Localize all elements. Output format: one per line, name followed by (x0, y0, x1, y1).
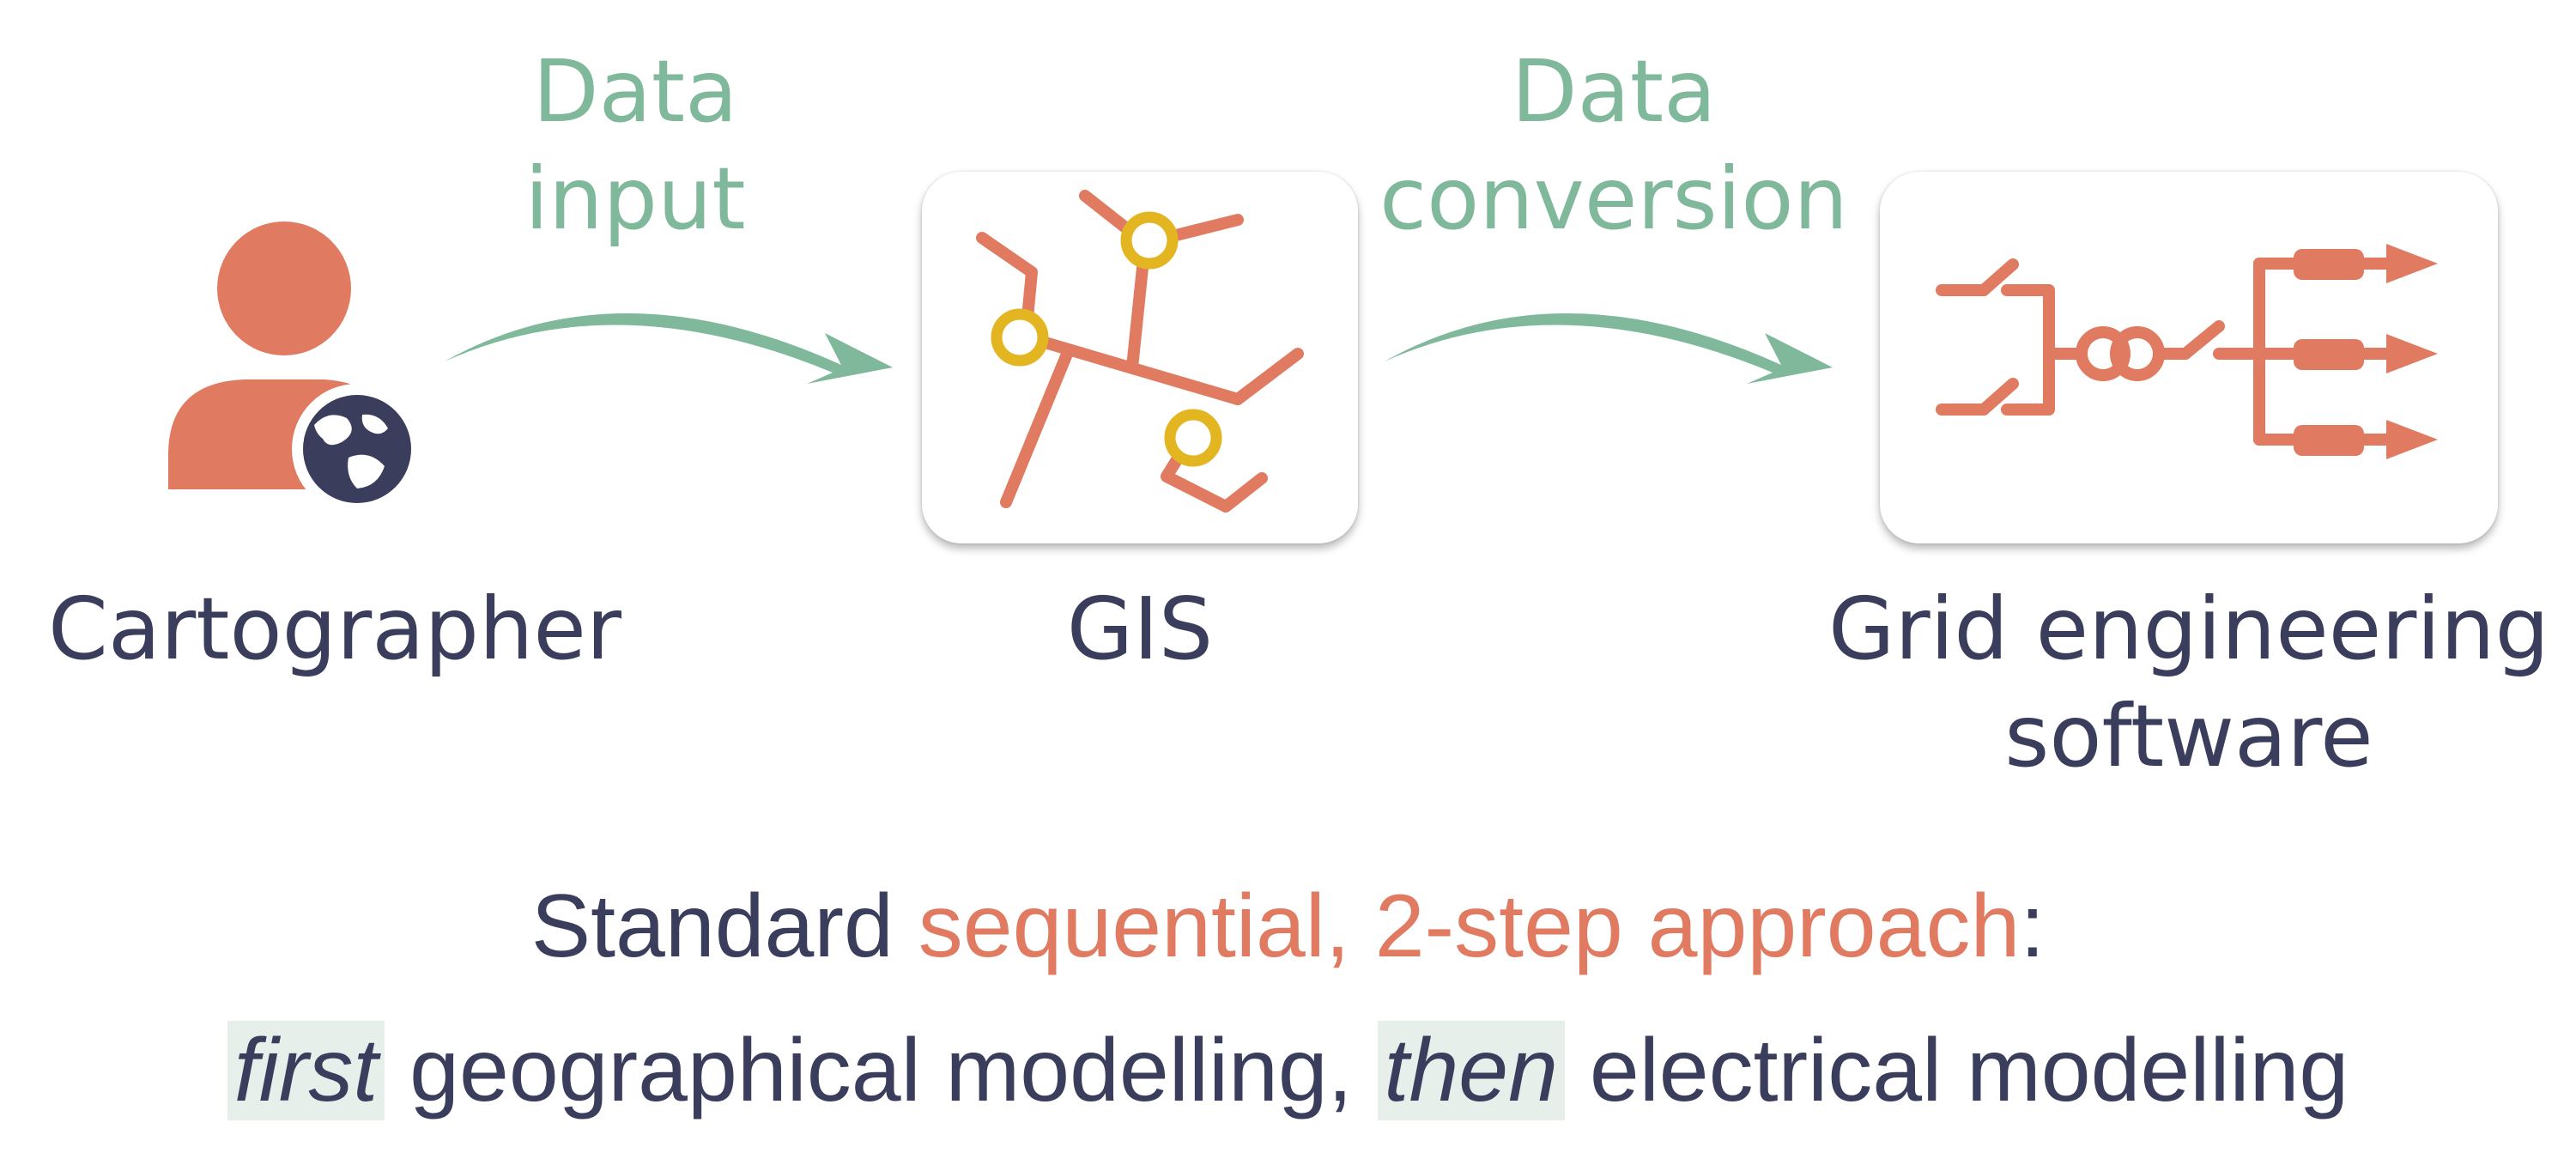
electrical-grid-icon (1936, 244, 2438, 459)
person-with-globe-icon (168, 221, 422, 514)
caption-accent: sequential, 2-step approach (918, 877, 2021, 976)
curved-arrow-icon (445, 313, 893, 384)
data-input-line2: input (524, 149, 746, 249)
data-conversion-line1: Data (1511, 41, 1717, 142)
caption-prefix: Standard (530, 877, 918, 976)
data-conversion-line2: conversion (1379, 149, 1848, 249)
data-input-line1: Data (532, 41, 738, 142)
data-input-label: Data input (481, 38, 790, 252)
caption-line-1: Standard sequential, 2-step approach: (0, 876, 2576, 978)
caption-middle: geographical modelling, (385, 1021, 1378, 1120)
cartographer-label: Cartographer (48, 579, 621, 679)
data-input-arrow (445, 313, 893, 384)
highlight-then: then (1377, 1021, 1565, 1120)
caption-line-2: first geographical modelling, then elect… (0, 1020, 2576, 1122)
grid-engineering-label: Grid engineering software (1794, 575, 2576, 790)
gis-label: GIS (1066, 579, 1214, 679)
data-conversion-label: Data conversion (1356, 38, 1871, 252)
grid-label-line1: Grid engineering (1828, 579, 2549, 679)
caption-end: electrical modelling (1564, 1021, 2349, 1120)
data-conversion-arrow (1385, 313, 1833, 384)
curved-arrow-icon (1385, 313, 1833, 384)
map-network-icon (976, 190, 1304, 513)
highlight-first: first (227, 1021, 385, 1120)
caption-colon: : (2020, 877, 2046, 976)
grid-label-line2: software (2004, 686, 2373, 786)
